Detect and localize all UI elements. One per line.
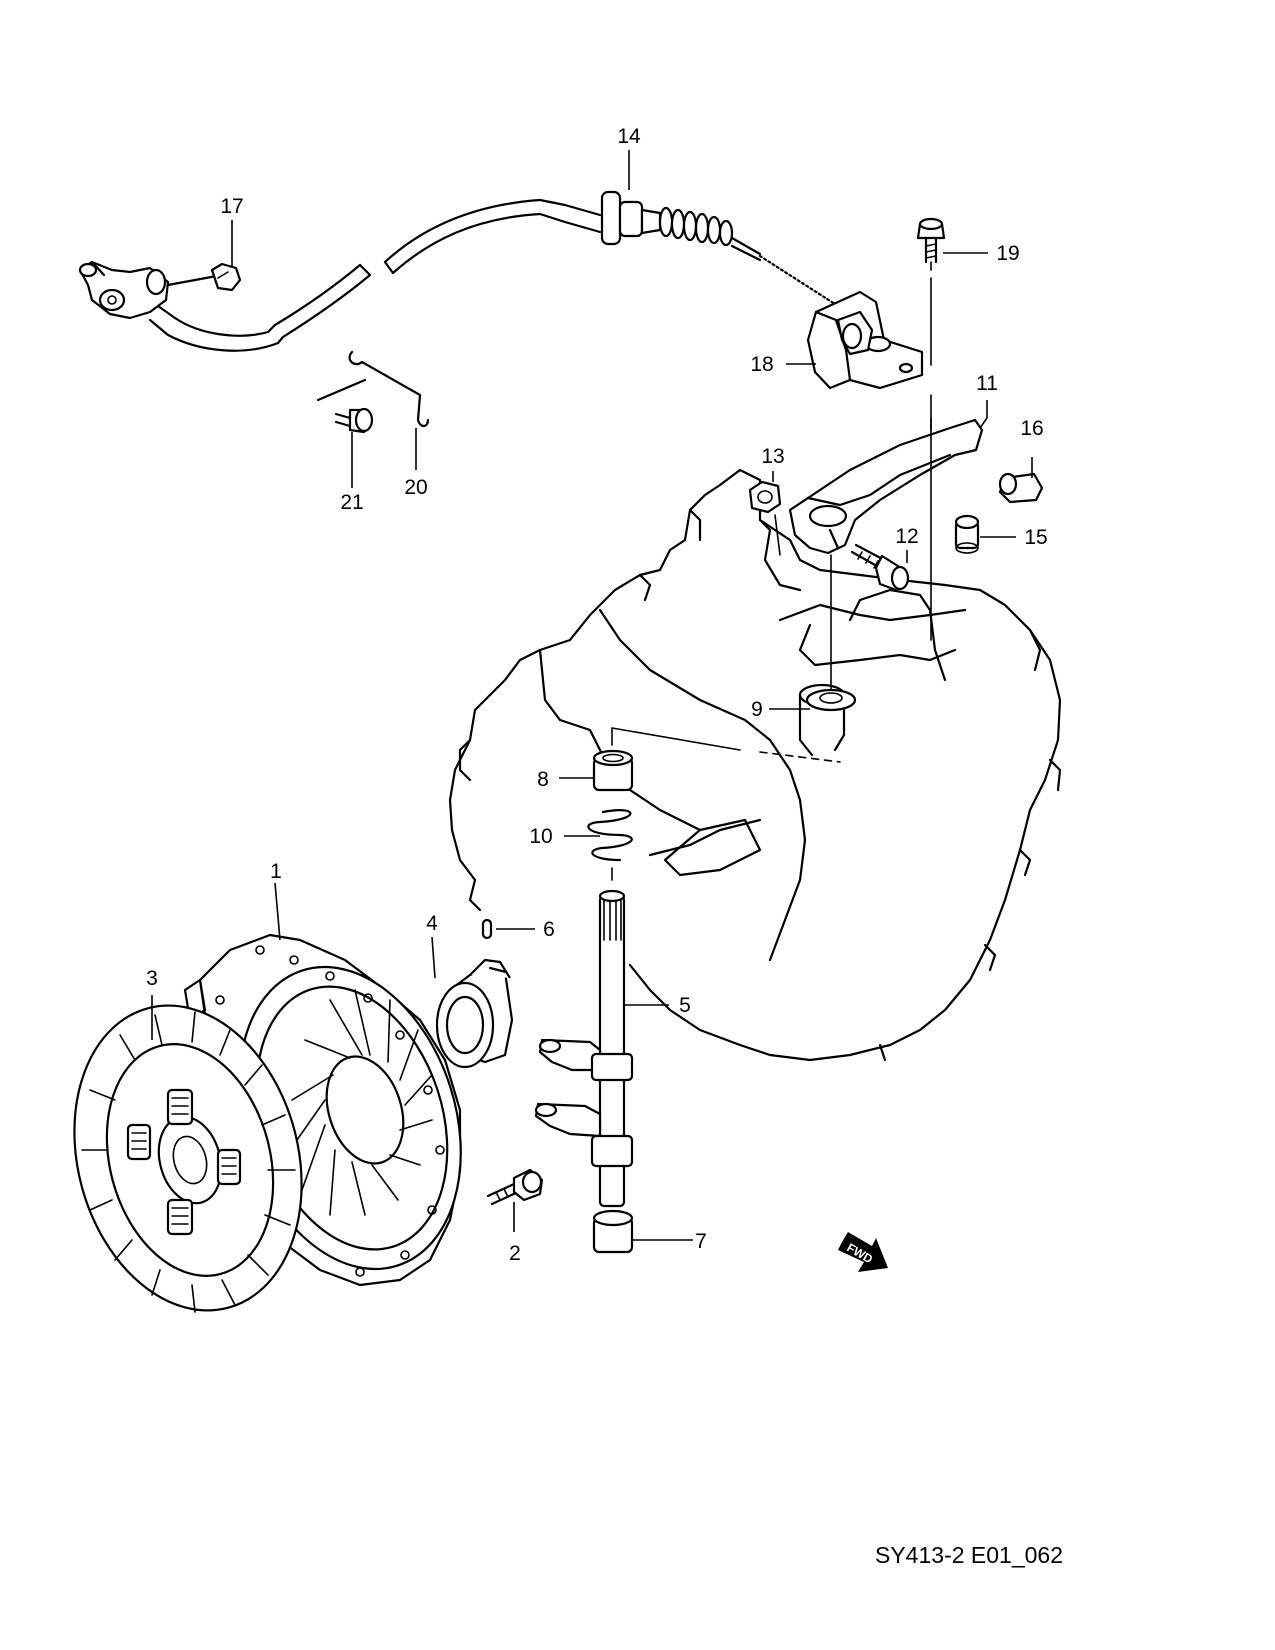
release-bearing bbox=[435, 958, 514, 1069]
callout-3: 3 bbox=[146, 967, 158, 990]
callout-13: 13 bbox=[761, 445, 784, 468]
drawing-code: SY413-2 E01_062 bbox=[875, 1542, 1063, 1568]
clip-20 bbox=[316, 350, 430, 428]
bushing-7 bbox=[592, 1209, 634, 1254]
callout-18: 18 bbox=[750, 353, 773, 376]
cover-holes bbox=[215, 945, 445, 1277]
release-shaft bbox=[534, 889, 634, 1208]
callout-4: 4 bbox=[426, 912, 438, 935]
clip-17 bbox=[166, 262, 242, 292]
bolt-19 bbox=[916, 217, 946, 366]
diaphragm-fingers bbox=[289, 989, 433, 1216]
bushing-15 bbox=[954, 514, 980, 554]
callout-9: 9 bbox=[751, 698, 763, 721]
callout-14: 14 bbox=[617, 125, 641, 148]
callout-8: 8 bbox=[537, 768, 549, 791]
nut-13 bbox=[748, 480, 782, 556]
callout-11: 11 bbox=[976, 372, 998, 395]
bushing-8 bbox=[592, 749, 634, 792]
disc-facing-segments bbox=[81, 1011, 296, 1313]
bolt-21 bbox=[334, 407, 374, 434]
callout-21: 21 bbox=[340, 491, 363, 514]
callout-17: 17 bbox=[220, 195, 243, 218]
bolt-12 bbox=[850, 543, 910, 592]
release-arm bbox=[788, 417, 984, 555]
cable-bracket bbox=[806, 290, 924, 390]
disc-springs bbox=[126, 1088, 242, 1236]
callout-16: 16 bbox=[1020, 417, 1043, 440]
leader-lines bbox=[151, 150, 1033, 1241]
callout-19: 19 bbox=[996, 242, 1019, 265]
spring-10 bbox=[587, 809, 633, 881]
callout-5: 5 bbox=[679, 994, 691, 1017]
cable-boot bbox=[658, 206, 734, 247]
callout-12: 12 bbox=[895, 525, 918, 548]
callout-20: 20 bbox=[404, 476, 427, 499]
fwd-direction-arrow: FWD bbox=[838, 1232, 888, 1272]
callout-7: 7 bbox=[695, 1230, 707, 1253]
cable-end-fitting bbox=[78, 260, 170, 320]
callout-15: 15 bbox=[1024, 526, 1047, 549]
clutch-disc bbox=[73, 1004, 303, 1313]
seal-9 bbox=[805, 688, 857, 712]
callout-2: 2 bbox=[509, 1242, 521, 1265]
bolt-2 bbox=[486, 1168, 544, 1206]
callout-1: 1 bbox=[270, 860, 282, 883]
callout-labels: 1 2 3 4 5 6 7 8 9 10 11 12 13 14 15 16 1… bbox=[146, 125, 1048, 1265]
callout-10: 10 bbox=[529, 825, 552, 848]
pin-6 bbox=[481, 918, 493, 940]
clutch-cable bbox=[148, 190, 840, 352]
assembly-lines bbox=[611, 394, 932, 746]
grommet-16 bbox=[998, 472, 1044, 504]
callout-6: 6 bbox=[543, 918, 555, 941]
transmission-housing bbox=[448, 468, 1062, 1062]
